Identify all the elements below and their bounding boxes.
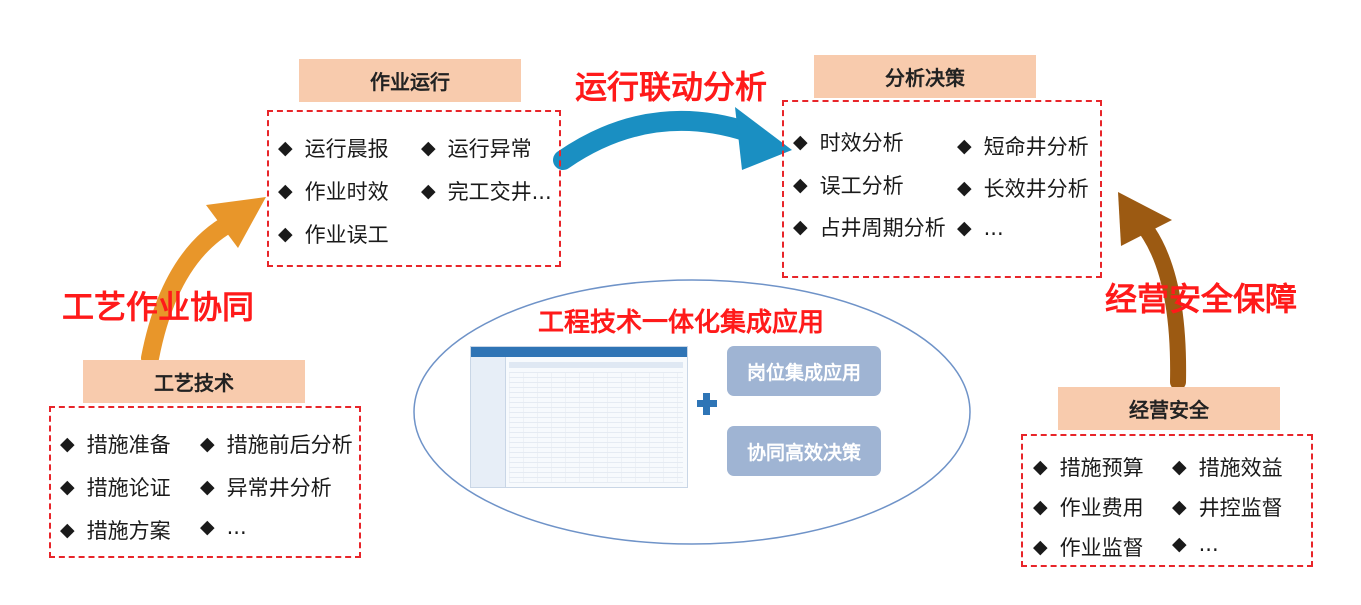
left-arrow-icon [141, 213, 241, 367]
app-screenshot-thumbnail [470, 346, 688, 488]
pill-post-integration: 岗位集成应用 [727, 346, 881, 396]
gongyi-box [49, 406, 361, 558]
top-arrow-icon [553, 110, 758, 170]
fenxi-item: ◆占井周期分析 [793, 216, 946, 240]
right-arrowhead-icon [1118, 192, 1172, 246]
bullet-icon: ◆ [793, 174, 808, 196]
jingying-item: ◆作业费用 [1033, 496, 1144, 520]
bullet-icon: ◆ [957, 177, 972, 199]
jingying-item: ◆措施效益 [1172, 456, 1283, 480]
gongyi-item: ◆措施准备 [60, 433, 171, 457]
bullet-icon: ◆ [60, 433, 75, 455]
thumbnail-table [509, 372, 683, 483]
bullet-icon: ◆ [1033, 456, 1048, 478]
fenxi-item: ◆长效井分析 [957, 177, 1089, 201]
bullet-icon: ◆ [278, 223, 293, 245]
gongyi-item: ◆... [200, 515, 247, 539]
bullet-icon: ◆ [278, 137, 293, 159]
bullet-icon: ◆ [793, 216, 808, 238]
gongyi-item: ◆措施方案 [60, 519, 171, 543]
thumbnail-sidebar [471, 357, 506, 487]
jingying-box [1021, 434, 1313, 567]
bullet-icon: ◆ [793, 131, 808, 153]
gongyi-header: 工艺技术 [83, 360, 305, 403]
jingying-item: ◆措施预算 [1033, 456, 1144, 480]
fenxi-item: ◆短命井分析 [957, 135, 1089, 159]
zuoye-item: ◆运行异常 [421, 137, 532, 161]
jingying-item: ◆井控监督 [1172, 496, 1283, 520]
fenxi-header: 分析决策 [814, 55, 1036, 98]
thumbnail-header [471, 347, 687, 357]
bullet-icon: ◆ [957, 135, 972, 157]
right-arrow-icon [1140, 224, 1187, 390]
center-ellipse [413, 279, 971, 545]
bullet-icon: ◆ [957, 217, 972, 239]
zuoye-box [267, 110, 561, 267]
zuoye-item: ◆作业误工 [278, 223, 389, 247]
fenxi-item: ◆误工分析 [793, 174, 904, 198]
bullet-icon: ◆ [60, 476, 75, 498]
fenxi-box [782, 100, 1102, 278]
zuoye-header: 作业运行 [299, 59, 521, 102]
top-arrowhead-icon [735, 107, 792, 170]
bullet-icon: ◆ [1033, 496, 1048, 518]
jingying-item: ◆... [1172, 532, 1219, 556]
zuoye-item: ◆运行晨报 [278, 137, 389, 161]
bullet-icon: ◆ [200, 476, 215, 498]
jingying-item: ◆作业监督 [1033, 536, 1144, 560]
bullet-icon: ◆ [1033, 536, 1048, 558]
bullet-icon: ◆ [200, 516, 215, 538]
bullet-icon: ◆ [278, 180, 293, 202]
zuoye-item: ◆完工交井... [421, 180, 552, 204]
pill-collab-decision: 协同高效决策 [727, 426, 881, 476]
bullet-icon: ◆ [60, 519, 75, 541]
bullet-icon: ◆ [421, 180, 436, 202]
gongyi-item: ◆异常井分析 [200, 476, 332, 500]
bullet-icon: ◆ [1172, 533, 1187, 555]
bullet-icon: ◆ [421, 137, 436, 159]
fenxi-item: ◆时效分析 [793, 131, 904, 155]
fenxi-item: ◆... [957, 216, 1004, 240]
bullet-icon: ◆ [1172, 456, 1187, 478]
jingying-header: 经营安全 [1058, 387, 1280, 430]
left-arrow-label: 工艺作业协同 [62, 288, 255, 326]
gongyi-item: ◆措施前后分析 [200, 433, 353, 457]
bullet-icon: ◆ [1172, 496, 1187, 518]
left-arrowhead-icon [206, 197, 266, 248]
thumbnail-toolbar [509, 362, 683, 368]
right-arrow-label: 经营安全保障 [1105, 280, 1298, 318]
top-arrow-label: 运行联动分析 [575, 68, 768, 106]
gongyi-item: ◆措施论证 [60, 476, 171, 500]
bullet-icon: ◆ [200, 433, 215, 455]
center-title: 工程技术一体化集成应用 [538, 308, 825, 338]
zuoye-item: ◆作业时效 [278, 180, 389, 204]
